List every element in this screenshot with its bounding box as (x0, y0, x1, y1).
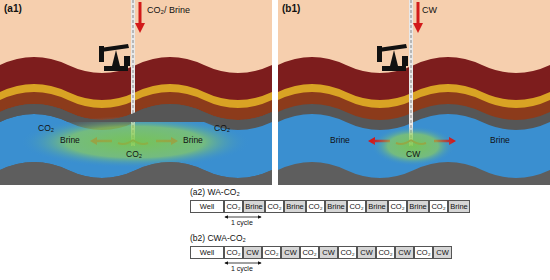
water-slug-cell: CW (433, 246, 452, 259)
well-cell: Well (190, 200, 224, 213)
fluid-label: CO₂ (214, 124, 230, 133)
water-slug-cell: Brine (243, 200, 265, 213)
co2-slug-cell: CO₂ (262, 246, 281, 259)
cell-text: CO₂ (302, 249, 316, 257)
cell-text: CW (246, 249, 259, 257)
cell-text: CO₂ (264, 249, 278, 257)
water-slug-cell: Brine (366, 200, 388, 213)
cell-text: CO₂ (308, 203, 322, 211)
cell-text: CO₂ (349, 203, 363, 211)
panel-tag: (b1) (282, 3, 300, 14)
co2-slug-cell: CO₂ (414, 246, 433, 259)
cell-text: Brine (327, 203, 345, 211)
co2-slug-cell: CO₂ (376, 246, 395, 259)
cycle-label: 1 cycle (231, 265, 253, 273)
cell-text: CO₂ (340, 249, 354, 257)
water-slug-cell: CW (243, 246, 262, 259)
cell-text: Brine (245, 203, 263, 211)
co2-slug-cell: CO₂ (388, 200, 407, 213)
well-cell: Well (190, 246, 224, 259)
cell-text: CW (436, 249, 449, 257)
cell-text: CO₂ (390, 203, 404, 211)
water-slug-cell: CW (281, 246, 300, 259)
scheme-title: (b2) CWA-CO₂ (190, 234, 246, 243)
fluid-label: Brine (330, 136, 350, 145)
cell-text: CO₂ (416, 249, 430, 257)
fluid-label: CO₂ (38, 124, 54, 133)
co2-slug-cell: CO₂ (338, 246, 357, 259)
co2-slug-cell: CO₂ (429, 200, 448, 213)
cell-text: Brine (368, 203, 386, 211)
fluid-label: CO₂ (126, 150, 142, 159)
water-slug-cell: Brine (448, 200, 470, 213)
fluid-label: Brine (490, 136, 510, 145)
cell-text: CO₂ (267, 203, 281, 211)
cell-text: Brine (286, 203, 304, 211)
water-slug-cell: Brine (325, 200, 347, 213)
scheme-title: (a2) WA-CO₂ (190, 188, 240, 197)
cell-text: CW (322, 249, 335, 257)
co2-slug-cell: CO₂ (347, 200, 366, 213)
water-slug-cell: CW (395, 246, 414, 259)
fluid-label: CW (406, 150, 420, 159)
injection-label: CW (422, 6, 437, 16)
water-slug-cell: CW (319, 246, 338, 259)
cell-text: Well (200, 203, 214, 211)
cell-text: Brine (450, 203, 468, 211)
cell-text: CO₂ (378, 249, 392, 257)
co2-slug-cell: CO₂ (300, 246, 319, 259)
cell-text: CW (284, 249, 297, 257)
water-slug-cell: Brine (284, 200, 306, 213)
water-slug-cell: Brine (407, 200, 429, 213)
cell-text: CO₂ (226, 249, 240, 257)
water-slug-cell: CW (357, 246, 376, 259)
cycle-label: 1 cycle (231, 219, 253, 227)
fluid-label: Brine (60, 136, 80, 145)
cell-text: CO₂ (431, 203, 445, 211)
cell-text: CW (360, 249, 373, 257)
fluid-label: Brine (183, 136, 203, 145)
injection-label: CO₂/ Brine (147, 6, 190, 16)
cell-text: Well (200, 249, 214, 257)
cell-text: CO₂ (226, 203, 240, 211)
cell-text: Brine (409, 203, 427, 211)
cell-text: CW (398, 249, 411, 257)
co2-slug-cell: CO₂ (306, 200, 325, 213)
co2-slug-cell: CO₂ (265, 200, 284, 213)
panel-tag: (a1) (4, 3, 22, 14)
co2-slug-cell: CO₂ (224, 246, 243, 259)
co2-slug-cell: CO₂ (224, 200, 243, 213)
